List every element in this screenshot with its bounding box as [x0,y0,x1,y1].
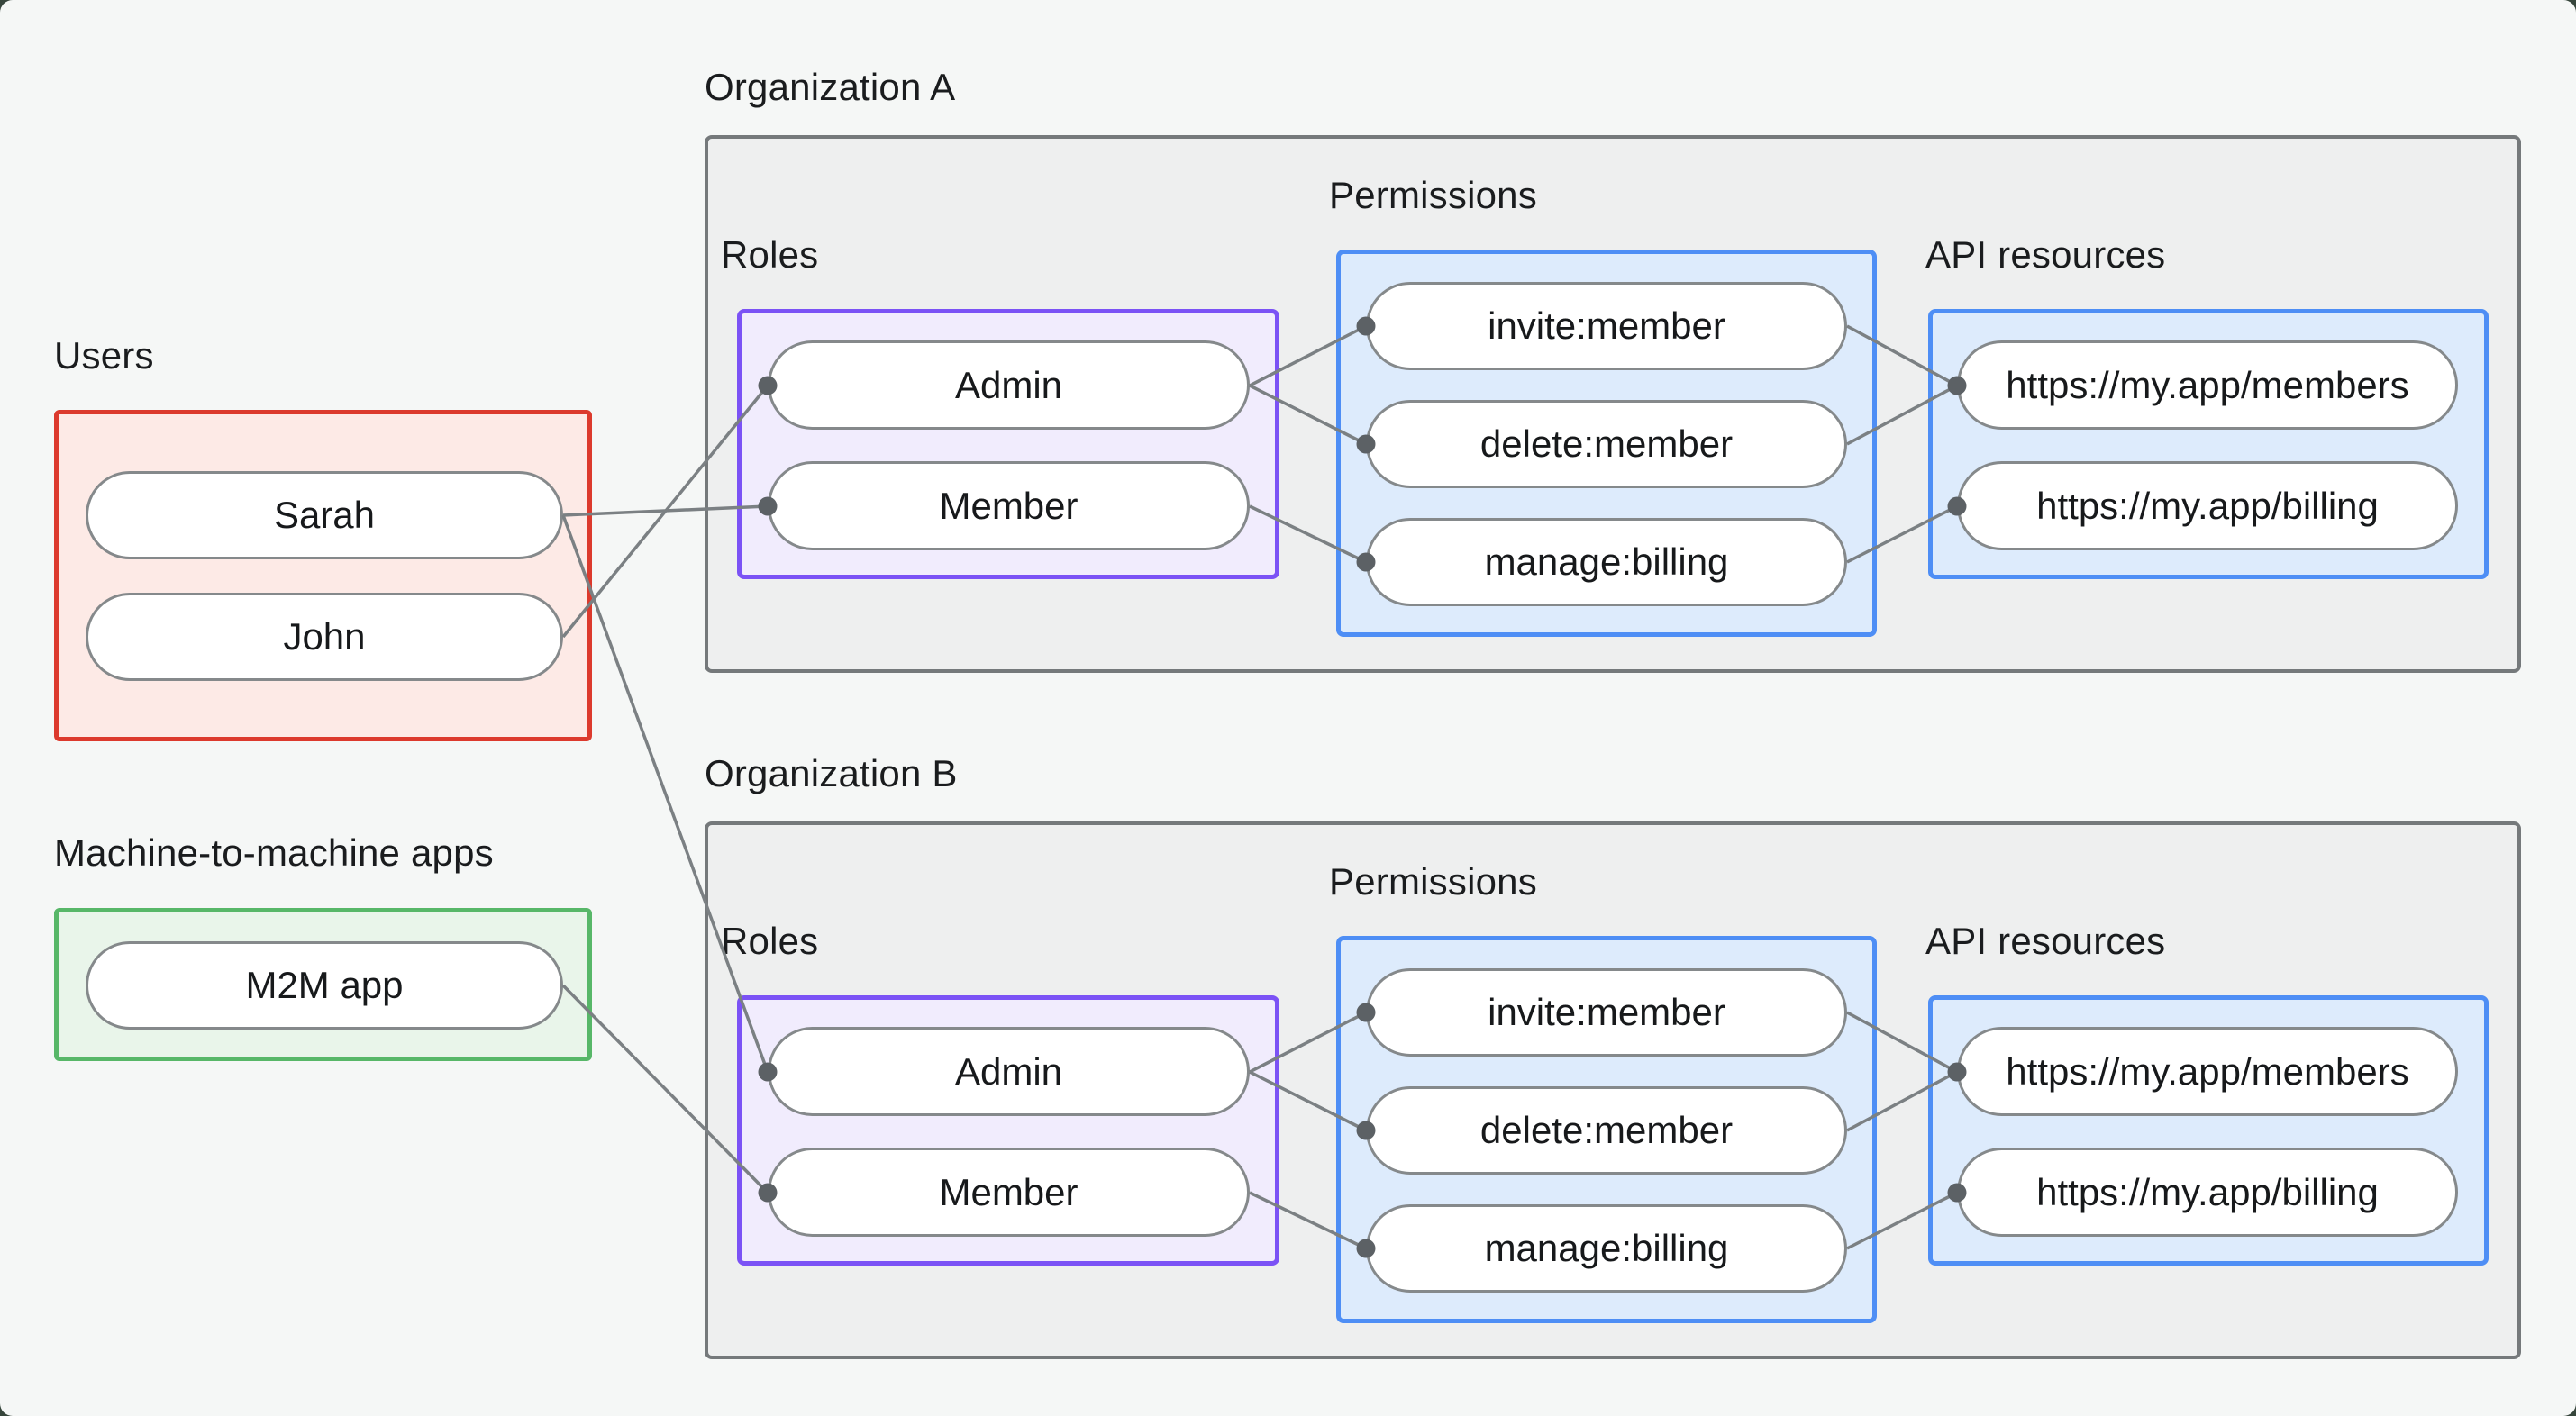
org-b-permission-delete-member-label: delete:member [1479,1109,1734,1151]
org-b-api-billing-label: https://my.app/billing [2036,1170,2379,1213]
node-user-john-label: John [283,615,366,658]
org-a-api-billing-label: https://my.app/billing [2036,484,2379,527]
org-b-roles-label: Roles [721,920,819,962]
org-b-api-billing: https://my.app/billing [1957,1148,2458,1237]
org-a-permission-delete-member: delete:member [1366,400,1847,488]
org-a-title: Organization A [705,66,956,108]
org-b-permission-invite-member: invite:member [1366,968,1847,1057]
org-b-permission-delete-member: delete:member [1366,1086,1847,1175]
org-b-permission-manage-billing-label: manage:billing [1484,1227,1729,1269]
org-b-permissions-label: Permissions [1329,860,1537,903]
org-a-permission-delete-member-label: delete:member [1479,422,1734,465]
org-a-permission-manage-billing: manage:billing [1366,518,1847,606]
org-b-permission-manage-billing: manage:billing [1366,1204,1847,1293]
org-a-api-billing: https://my.app/billing [1957,461,2458,550]
org-a-role-member-label: Member [939,484,1079,527]
org-a-role-admin: Admin [768,340,1250,430]
org-a-permission-invite-member-label: invite:member [1488,304,1725,347]
org-a-roles-label: Roles [721,233,819,276]
org-a-api-members: https://my.app/members [1957,340,2458,430]
org-b-api-members-label: https://my.app/members [2006,1049,2409,1093]
org-a-role-member: Member [768,461,1250,550]
org-b-permission-invite-member-label: invite:member [1488,991,1725,1033]
node-user-sarah-label: Sarah [273,494,376,536]
org-b-title: Organization B [705,752,958,794]
node-user-sarah: Sarah [86,471,563,559]
m2m-group-label: Machine-to-machine apps [54,831,494,874]
users-group-label: Users [54,334,154,377]
org-a-api-resources-label: API resources [1925,233,2166,276]
users-group-box [54,410,592,741]
org-b-api-members: https://my.app/members [1957,1027,2458,1116]
node-user-john: John [86,593,563,681]
org-b-api-resources-label: API resources [1925,920,2166,962]
org-b-role-admin-label: Admin [954,1049,1063,1093]
org-b-role-admin: Admin [768,1027,1250,1116]
org-a-permission-manage-billing-label: manage:billing [1484,540,1729,583]
org-a-api-members-label: https://my.app/members [2006,363,2409,406]
node-m2m-app-label: M2M app [245,964,404,1006]
org-b-role-member: Member [768,1148,1250,1237]
org-a-permissions-label: Permissions [1329,174,1537,216]
org-a-role-admin-label: Admin [954,363,1063,406]
node-m2m-app: M2M app [86,941,563,1030]
org-b-role-member-label: Member [939,1170,1079,1213]
org-a-permission-invite-member: invite:member [1366,282,1847,370]
